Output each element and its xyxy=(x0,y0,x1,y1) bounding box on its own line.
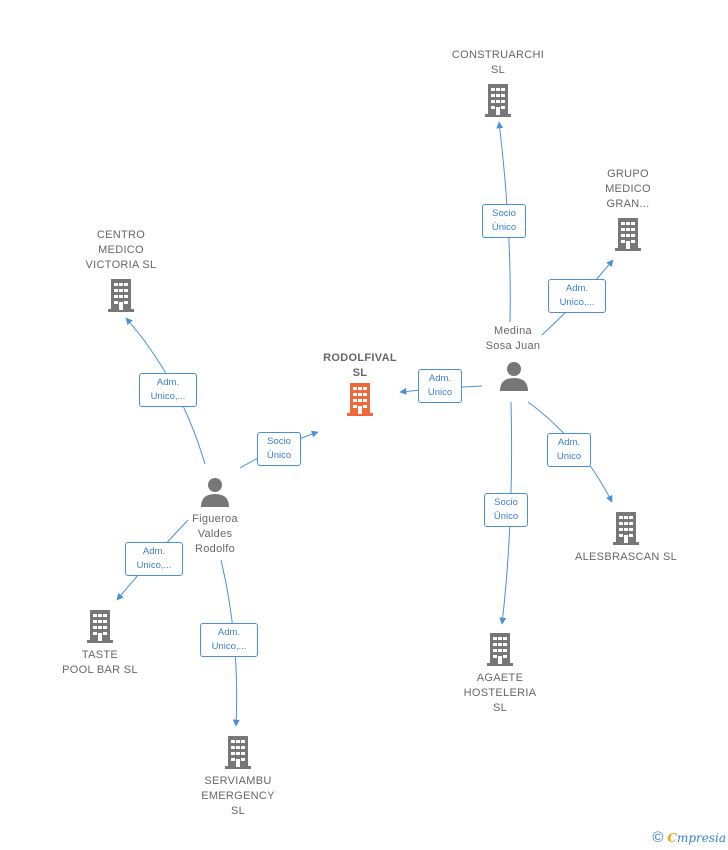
node-figueroa-label: Figueroa Valdes Rodolfo xyxy=(192,513,238,555)
node-medina-label: Medina Sosa Juan xyxy=(485,325,541,352)
building-icon xyxy=(613,512,639,545)
person-icon xyxy=(201,478,229,507)
building-icon xyxy=(347,383,373,416)
node-alesbrascan[interactable]: ALESBRASCAN SL xyxy=(566,510,686,565)
relation-medina-alesbrascan[interactable]: Adm. Unico xyxy=(547,433,591,467)
relation-figueroa-taste[interactable]: Adm. Unico,... xyxy=(125,542,183,576)
relation-medina-grupo[interactable]: Adm. Unico,... xyxy=(548,279,606,313)
building-icon xyxy=(615,218,641,251)
node-agaete[interactable]: AGAETE HOSTELERIA SL xyxy=(450,631,550,716)
relation-medina-agaete[interactable]: Socio Único xyxy=(484,493,528,527)
building-icon xyxy=(87,610,113,643)
node-centro-medico[interactable]: CENTRO MEDICO VICTORIA SL xyxy=(66,228,176,313)
relation-medina-construarchi[interactable]: Socio Único xyxy=(482,204,526,238)
node-agaete-label: AGAETE HOSTELERIA SL xyxy=(463,672,537,714)
node-taste[interactable]: TASTE POOL BAR SL xyxy=(50,608,150,678)
building-icon xyxy=(487,633,513,666)
node-serviambu-label: SERVIAMBU EMERGENCY SL xyxy=(201,775,275,817)
node-rodolfival-label: RODOLFIVAL SL xyxy=(323,352,397,379)
building-icon xyxy=(225,736,251,769)
building-icon xyxy=(108,279,134,312)
brand-name: mpresia xyxy=(676,831,726,845)
node-grupo-medico-label: GRUPO MEDICO GRAN... xyxy=(605,168,651,210)
node-centro-medico-label: CENTRO MEDICO VICTORIA SL xyxy=(85,229,157,271)
node-medina[interactable]: Medina Sosa Juan xyxy=(468,324,558,392)
relation-medina-rodolfival[interactable]: Adm. Unico xyxy=(418,369,462,403)
node-figueroa[interactable]: Figueroa Valdes Rodolfo xyxy=(170,476,260,557)
relation-figueroa-centro[interactable]: Adm. Unico,... xyxy=(139,373,197,407)
brand-logo-e: C xyxy=(667,831,677,845)
node-serviambu[interactable]: SERVIAMBU EMERGENCY SL xyxy=(188,734,288,819)
relation-figueroa-serviambu[interactable]: Adm. Unico,... xyxy=(200,623,258,657)
node-rodolfival[interactable]: RODOLFIVAL SL xyxy=(300,351,420,417)
node-grupo-medico[interactable]: GRUPO MEDICO GRAN... xyxy=(578,167,678,252)
building-icon xyxy=(485,84,511,117)
person-icon xyxy=(500,362,528,391)
footer-brand: ©Cmpresia xyxy=(652,829,726,846)
relation-figueroa-rodolfival[interactable]: Socio Único xyxy=(257,432,301,466)
copyright-icon: © xyxy=(652,829,664,846)
node-construarchi[interactable]: CONSTRUARCHI SL xyxy=(438,48,558,118)
node-taste-label: TASTE POOL BAR SL xyxy=(62,649,138,676)
node-alesbrascan-label: ALESBRASCAN SL xyxy=(574,551,678,563)
node-construarchi-label: CONSTRUARCHI SL xyxy=(451,49,545,76)
